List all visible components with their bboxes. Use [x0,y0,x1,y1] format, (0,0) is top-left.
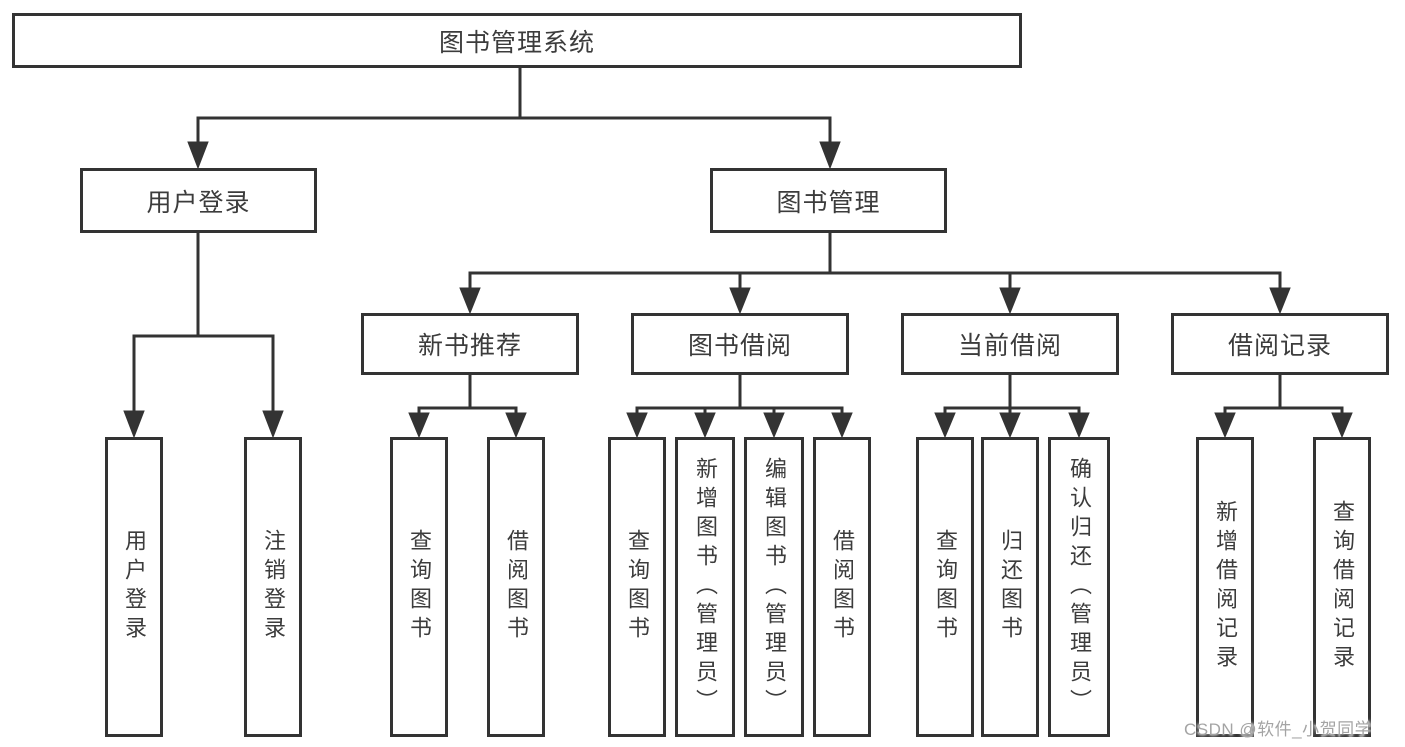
leaf-current-confirm-admin: 确认归还（管理员） [1048,437,1110,737]
node-book-borrow: 图书借阅 [631,313,849,375]
leaf-records-add: 新增借阅记录 [1196,437,1254,737]
node-user-login: 用户登录 [80,168,317,233]
leaf-borrow-query: 查询图书 [608,437,666,737]
leaf-user-login: 用户登录 [105,437,163,737]
leaf-current-return: 归还图书 [981,437,1039,737]
leaf-logout: 注销登录 [244,437,302,737]
leaf-borrow-borrow: 借阅图书 [813,437,871,737]
leaf-newbooks-borrow: 借阅图书 [487,437,545,737]
node-book-management: 图书管理 [710,168,947,233]
watermark: CSDN @软件_小贺同学 [1184,720,1373,739]
leaf-borrow-edit-admin: 编辑图书（管理员） [744,437,804,737]
leaf-records-query: 查询借阅记录 [1313,437,1371,737]
leaf-current-query: 查询图书 [916,437,974,737]
node-new-book-recommend: 新书推荐 [361,313,579,375]
node-borrow-records: 借阅记录 [1171,313,1389,375]
node-current-borrow: 当前借阅 [901,313,1119,375]
node-root: 图书管理系统 [12,13,1022,68]
leaf-borrow-add-admin: 新增图书（管理员） [675,437,735,737]
leaf-newbooks-query: 查询图书 [390,437,448,737]
